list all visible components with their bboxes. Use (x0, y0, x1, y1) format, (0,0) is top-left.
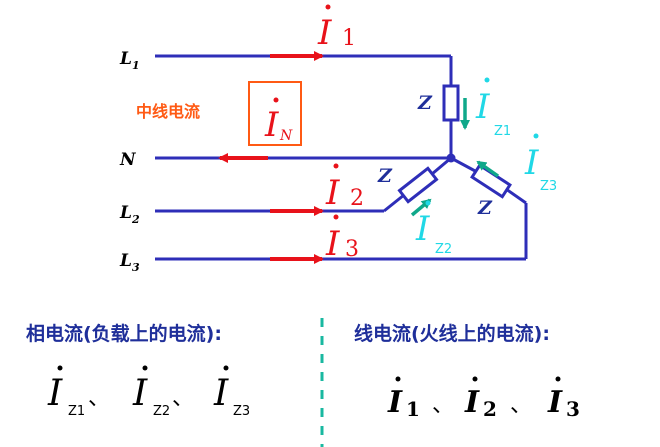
arrow-iz3 (476, 160, 500, 178)
line-label-l3: L3 (119, 251, 140, 274)
svg-text:Z2: Z2 (153, 404, 170, 419)
svg-text:Z3: Z3 (540, 179, 557, 194)
current-symbol-iz3: I Z3 (524, 133, 557, 194)
svg-text:1: 1 (406, 397, 420, 421)
wire-l2-diag (383, 193, 405, 213)
svg-text:I: I (524, 143, 539, 183)
phase-current-iz1: I Z1 (47, 365, 85, 419)
phase-current-list: I Z1 、 I Z2 、 I Z3 (47, 365, 250, 419)
impedance-z1-label: Z (417, 92, 433, 114)
line-label-n: N (119, 150, 137, 170)
line-separator-2: 、 (510, 393, 532, 418)
svg-text:2: 2 (350, 186, 364, 211)
svg-text:N: N (279, 128, 293, 144)
svg-text:3: 3 (345, 237, 359, 262)
current-symbol-iz1: I Z1 (475, 77, 511, 139)
svg-text:Z3: Z3 (233, 404, 250, 419)
svg-text:1: 1 (342, 26, 356, 51)
line-current-i2: I 2 (464, 376, 497, 421)
current-symbol-i2: I 2 (325, 163, 364, 213)
svg-text:Z1: Z1 (494, 124, 511, 139)
svg-text:Z2: Z2 (435, 242, 452, 257)
phase-current-heading: 相电流(负载上的电流): (26, 322, 222, 345)
wire-l3-diag (505, 187, 527, 205)
line-label-l2: L2 (119, 203, 140, 226)
current-symbol-i3: I 3 (325, 214, 359, 264)
phase-current-iz2: I Z2 (132, 365, 170, 419)
line-current-heading: 线电流(火线上的电流): (354, 322, 550, 345)
svg-text:I: I (325, 224, 340, 264)
line-current-i3: I 3 (547, 376, 580, 421)
line-label-l1: L1 (119, 49, 140, 72)
phase-current-iz3: I Z3 (213, 365, 250, 419)
svg-text:I: I (47, 373, 63, 414)
phase-separator-1: 、 (88, 386, 110, 411)
current-symbol-i1: I 1 (317, 4, 356, 53)
current-symbol-in: I N (264, 97, 293, 145)
svg-text:2: 2 (483, 397, 497, 421)
impedance-z3-label: Z (477, 197, 493, 219)
impedance-z2-label: Z (377, 165, 393, 187)
svg-text:I: I (475, 87, 490, 127)
svg-text:I: I (132, 373, 148, 414)
current-symbol-iz2: I Z2 (415, 200, 452, 257)
neutral-current-label: 中线电流 (136, 102, 200, 121)
svg-text:I: I (325, 173, 340, 213)
phase-separator-2: 、 (172, 386, 194, 411)
neutral-current-box (248, 81, 302, 146)
wiring (155, 54, 528, 261)
impedance-z2 (397, 166, 439, 204)
svg-text:I: I (387, 385, 403, 420)
line-separator-1: 、 (432, 393, 454, 418)
svg-text:I: I (317, 13, 332, 53)
impedance-z1 (442, 84, 460, 122)
svg-text:I: I (213, 373, 229, 414)
line-current-list: I 1 、 I 2 、 I 3 (387, 376, 580, 421)
svg-text:Z1: Z1 (68, 404, 85, 419)
svg-text:I: I (264, 105, 279, 145)
svg-text:I: I (464, 385, 480, 420)
svg-text:3: 3 (566, 397, 580, 421)
svg-text:I: I (547, 385, 563, 420)
wire-z3-to-node (450, 156, 478, 174)
neutral-node (446, 153, 456, 163)
line-current-i1: I 1 (387, 376, 420, 421)
svg-text:I: I (415, 209, 430, 249)
